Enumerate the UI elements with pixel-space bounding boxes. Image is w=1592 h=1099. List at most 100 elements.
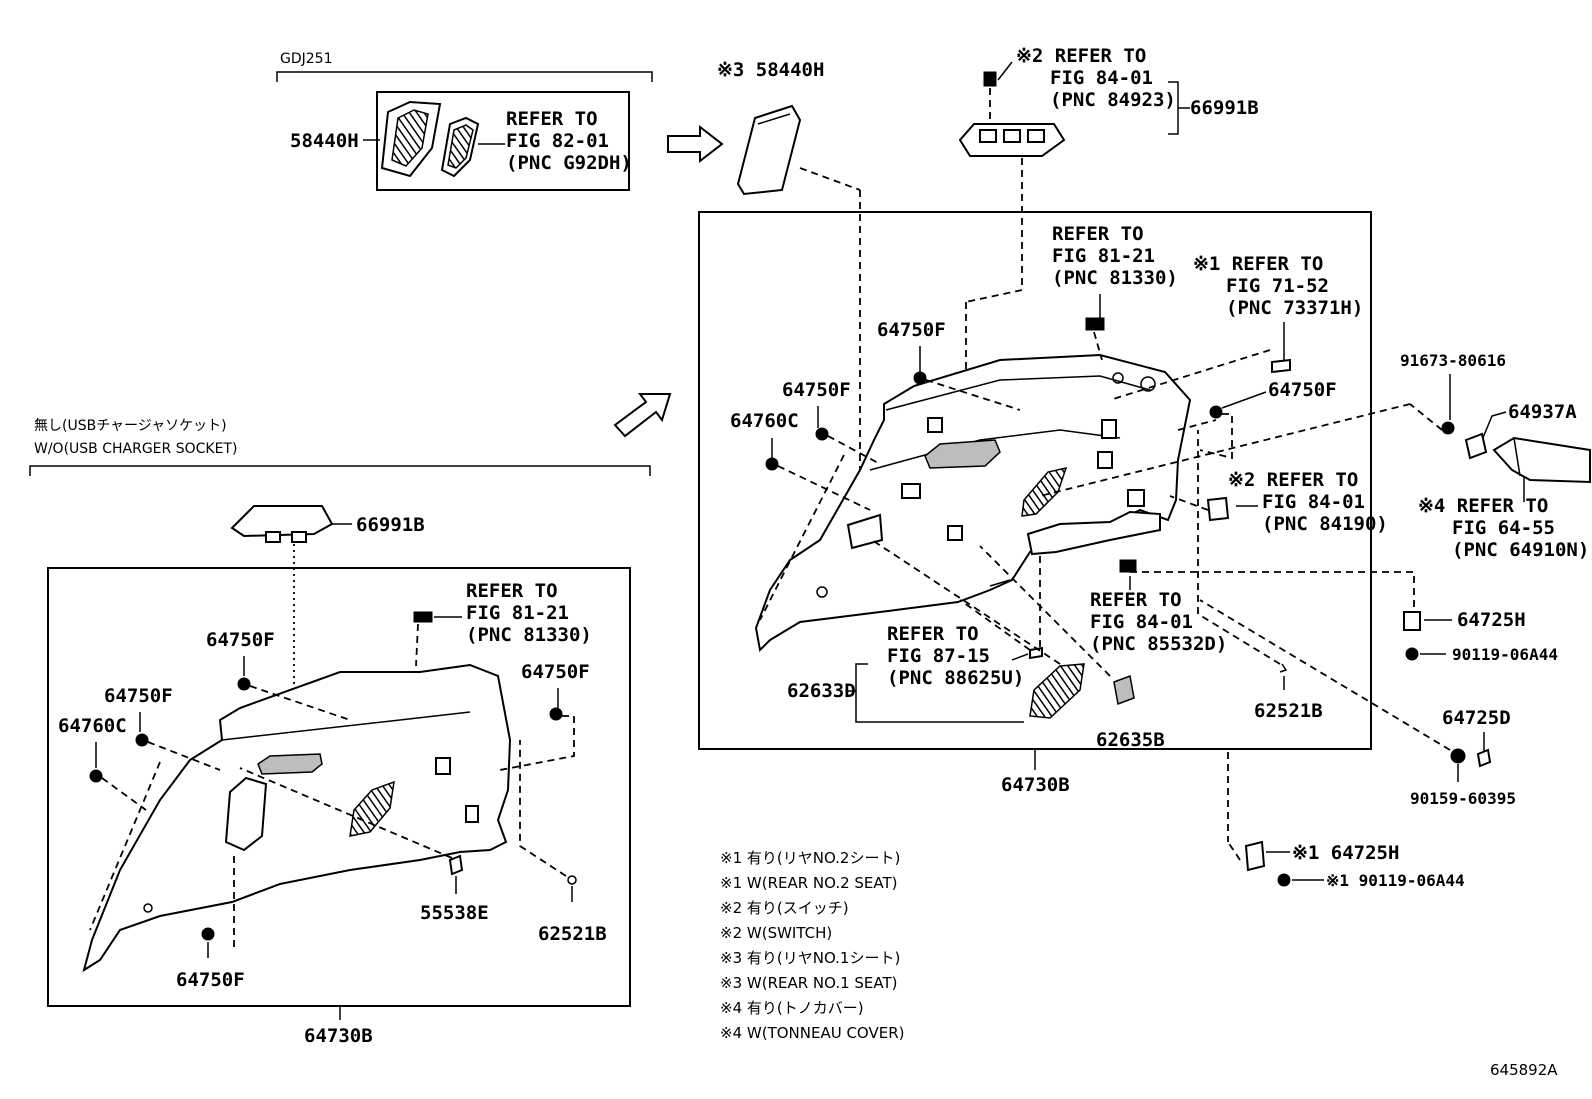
clip-64750F-r2: [1209, 405, 1223, 419]
label-64725H-star: ※1 64725H: [1292, 842, 1399, 864]
ref-fig84-85532-line3: (PNC 85532D): [1090, 633, 1227, 655]
legend-line-7: ※4 有り(トノカバー): [720, 999, 864, 1017]
label-64750F-l2: 64750F: [521, 661, 590, 683]
ref-fig81-left-line1: REFER TO: [466, 580, 558, 602]
switch-66991B-left: [230, 505, 334, 538]
clip-64725D-icon: [1476, 748, 1492, 768]
clip-64760C-right: [765, 457, 779, 471]
label-90119-star: ※1 90119-06A44: [1326, 871, 1465, 890]
legend-line-2: ※1 W(REAR NO.2 SEAT): [720, 874, 898, 892]
label-64725H: 64725H: [1457, 609, 1526, 631]
label-62633D: 62633D: [787, 680, 856, 702]
label-90159: 90159-60395: [1410, 789, 1516, 808]
legend-line-5: ※3 有り(リヤNO.1シート): [720, 949, 900, 967]
switch-66991B-top: ※2 REFER TO FIG 84-01 (PNC 84923) 66991B: [958, 45, 1259, 450]
clip-81330-left: [413, 611, 433, 623]
ref-fig84-top-line2: FIG 84-01: [1050, 67, 1153, 89]
ref-fig71-line3: (PNC 73371H): [1226, 297, 1363, 319]
seat-back-box: [376, 91, 630, 191]
gdj-bracket: [276, 71, 653, 82]
quarter-trim-panel-right: [754, 353, 1192, 653]
ref-fig87-line1: REFER TO: [887, 623, 979, 645]
label-58440H-top: ※3 58440H: [717, 59, 824, 81]
label-64750F-r2: 64750F: [1268, 379, 1337, 401]
legend-line-8: ※4 W(TONNEAU COVER): [720, 1024, 905, 1042]
label-62521B-left: 62521B: [538, 923, 607, 945]
exterior-fasteners: 91673-80616 64937A ※4 REFER TO FIG 64-55…: [1039, 351, 1591, 890]
legend-line-6: ※3 W(REAR NO.1 SEAT): [720, 974, 898, 992]
clip-64750F-r1: [913, 371, 927, 385]
wo-usb-bracket: [29, 465, 651, 476]
label-55538E: 55538E: [420, 902, 489, 924]
ref-fig81-right-line2: FIG 81-21: [1052, 245, 1155, 267]
label-64937A: 64937A: [1508, 401, 1577, 423]
clip-64725H-star-icon: [1244, 840, 1266, 872]
wo-usb-en: W/O(USB CHARGER SOCKET): [34, 441, 237, 457]
diagram-id: 645892A: [1490, 1061, 1558, 1079]
label-64750F-l3: 64750F: [104, 685, 173, 707]
label-58440H-left: 58440H: [290, 130, 359, 152]
legend-line-4: ※2 W(SWITCH): [720, 924, 832, 942]
clip-icon: [1085, 317, 1105, 331]
label-64730B-left: 64730B: [304, 1025, 373, 1047]
ref-fig71-line1: ※1 REFER TO: [1193, 253, 1323, 275]
ref-fig87-line2: FIG 87-15: [887, 645, 990, 667]
pad-58440H-top: ※3 58440H: [717, 59, 861, 480]
nut-90119-icon: [1405, 647, 1419, 661]
legend-line-3: ※2 有り(スイッチ): [720, 899, 849, 917]
clip-64750F-l1: [237, 677, 251, 691]
ref-fig64-line1: ※4 REFER TO: [1418, 495, 1548, 517]
clip-64750F-l4: [201, 927, 215, 941]
screw-icon: [983, 71, 997, 87]
ref-fig84-84190-line3: (PNC 84190): [1262, 513, 1388, 535]
switch-84190-icon: [1206, 496, 1230, 522]
cover-62635B: [1113, 674, 1135, 706]
ref-fig82-line1: REFER TO: [506, 108, 598, 130]
label-64725D: 64725D: [1442, 707, 1511, 729]
ref-fig81-left-line2: FIG 81-21: [466, 602, 569, 624]
clip-64750F-l3: [135, 733, 149, 747]
label-64730B-right: 64730B: [1001, 774, 1070, 796]
label-62521B-right: 62521B: [1254, 700, 1323, 722]
bolt-90159-icon: [1450, 748, 1466, 764]
label-64750F-l4: 64750F: [176, 969, 245, 991]
ref-fig84-top-line3: (PNC 84923): [1050, 89, 1176, 111]
ref-fig71-line2: FIG 71-52: [1226, 275, 1329, 297]
ref-fig81-right-line3: (PNC 81330): [1052, 267, 1178, 289]
gdj-label: GDJ251: [280, 51, 332, 67]
ref-fig64-line2: FIG 64-55: [1452, 517, 1555, 539]
label-64760C-right: 64760C: [730, 410, 799, 432]
ref-fig84-top-line1: ※2 REFER TO: [1016, 45, 1146, 67]
label-64750F-r1: 64750F: [877, 319, 946, 341]
grille-62633D: [1029, 663, 1085, 719]
ref-fig84-85532-line1: REFER TO: [1090, 589, 1182, 611]
bolt-91673-icon: [1441, 421, 1455, 435]
gdj251-section: GDJ251 58440H REFER TO FIG 82-01 (PNC G9…: [276, 51, 653, 191]
arrow-right-icon: [667, 124, 724, 164]
label-62635B: 62635B: [1096, 729, 1165, 751]
clip-55538E: [448, 854, 464, 876]
label-64750F-r3: 64750F: [782, 379, 851, 401]
label-66991B-left: 66991B: [356, 514, 425, 536]
ref-fig81-right-line1: REFER TO: [1052, 223, 1144, 245]
ref-fig81-left-line3: (PNC 81330): [466, 624, 592, 646]
clip-64750F-r3: [815, 427, 829, 441]
ref-fig84-84190-line1: ※2 REFER TO: [1228, 469, 1358, 491]
label-66991B-right: 66991B: [1190, 97, 1259, 119]
wo-usb-jp: 無し(USBチャージャソケット): [34, 418, 227, 434]
tonneau-cover-icon: [1492, 436, 1591, 484]
label-90119: 90119-06A44: [1452, 645, 1558, 664]
socket-85532-icon: [1119, 559, 1137, 573]
ref-fig84-84190-line2: FIG 84-01: [1262, 491, 1365, 513]
ref-fig84-85532-line2: FIG 84-01: [1090, 611, 1193, 633]
arrow-diagonal-icon: [613, 393, 672, 438]
wo-usb-section: 無し(USBチャージャソケット) W/O(USB CHARGER SOCKET)…: [29, 418, 651, 1047]
nut-90119-star-icon: [1277, 873, 1291, 887]
right-panel-callouts: REFER TO FIG 81-21 (PNC 81330) ※1 REFER …: [730, 223, 1388, 751]
clip-64750F-l2: [549, 707, 563, 721]
label-64760C-left: 64760C: [58, 715, 127, 737]
clip-64725H-icon: [1403, 611, 1421, 631]
clip-62521B-left: [567, 875, 577, 885]
label-64750F-l1: 64750F: [206, 629, 275, 651]
ref-fig82-line3: (PNC G92DH): [506, 152, 632, 174]
